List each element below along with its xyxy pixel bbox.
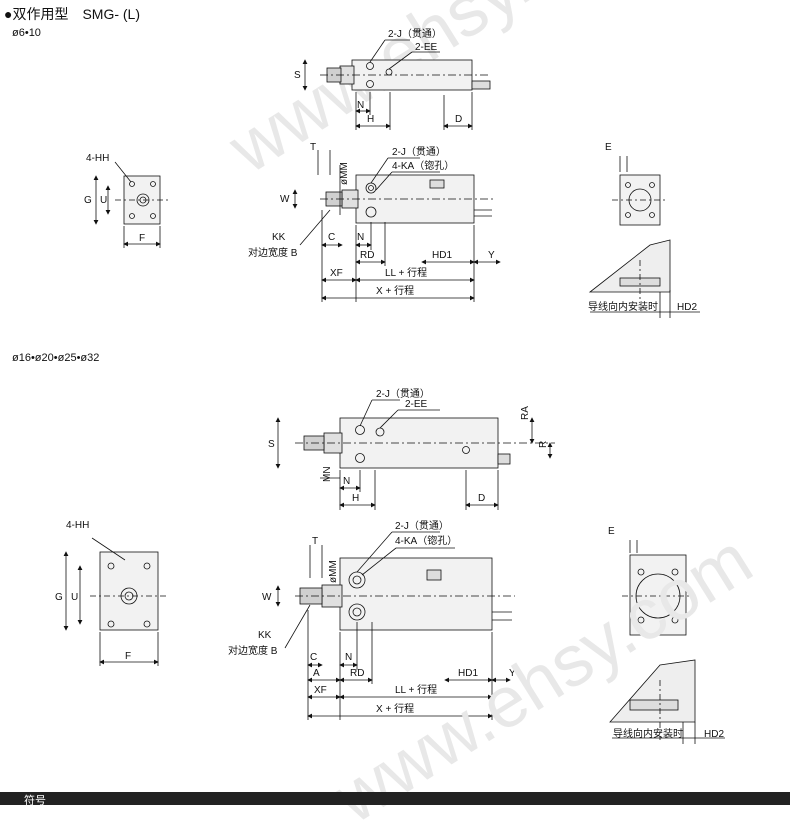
dim-r-large: R [538, 441, 549, 448]
large-end-view [622, 540, 694, 636]
dim-y-large: Y [509, 668, 516, 679]
dim-w-large: W [262, 592, 272, 603]
label-lead-dir-small: 导线向内安装时 [588, 300, 658, 313]
dim-g-large: G [55, 592, 63, 603]
label-width-across-large: 对边宽度 B [228, 644, 278, 657]
dim-ll-large: LL + 行程 [395, 683, 437, 696]
dim-xf-small: XF [330, 268, 343, 279]
label-hh-small: 4-HH [86, 153, 109, 164]
dim-n-large: N [343, 476, 350, 487]
table-header-symbol: 符号 [24, 795, 46, 807]
small-top-view [302, 39, 491, 130]
dim-rd-large: RD [350, 668, 364, 679]
dim-u-small: U [100, 195, 107, 206]
dim-hd1-large: HD1 [458, 668, 478, 679]
large-side-view [63, 537, 168, 666]
large-top-view [275, 399, 555, 510]
label-ee-large: 2-EE [405, 399, 428, 410]
dim-rd-small: RD [360, 250, 374, 261]
dim-h-small: H [367, 114, 374, 125]
dim-c-large: C [310, 652, 317, 663]
dim-g-small: G [84, 195, 92, 206]
label-j-through-large: 2-J（贯通） [376, 388, 430, 400]
dim-t-small: T [310, 142, 316, 153]
label-ka-small: 4-KA（锪孔） [392, 159, 454, 172]
label-ka-large: 4-KA（锪孔） [395, 534, 457, 547]
dim-t-large: T [312, 536, 318, 547]
label-kk-small: KK [272, 232, 286, 243]
dim-hd2-large: HD2 [704, 729, 724, 740]
dim-s-large: S [268, 439, 275, 450]
dim-mn-large: MN [322, 466, 333, 482]
dim-f-small: F [139, 233, 145, 244]
dim-w-small: W [280, 194, 290, 205]
dim-h-large: H [352, 493, 359, 504]
dim-s-small: S [294, 70, 301, 81]
section-label-large-bore: ø16•ø20•ø25•ø32 [12, 352, 100, 364]
dim-ll-small: LL + 行程 [385, 266, 427, 279]
dim-n-large-front: N [345, 652, 352, 663]
small-lead-detail [588, 239, 700, 318]
small-front-view [292, 150, 501, 302]
dim-hd1-small: HD1 [432, 250, 452, 261]
label-width-across-small: 对边宽度 B [248, 246, 298, 259]
dim-ra-large: RA [520, 406, 531, 420]
section-label-small-bore: ø6•10 [12, 27, 41, 39]
small-side-view [93, 161, 168, 248]
dim-a-large: A [313, 668, 320, 679]
large-lead-detail [609, 659, 725, 744]
dim-n-small: N [357, 100, 364, 111]
dim-xf-large: XF [314, 685, 327, 696]
dim-e-small: E [605, 142, 612, 153]
dim-x-large: X + 行程 [376, 702, 414, 715]
dim-y-small: Y [488, 250, 495, 261]
dim-d-small: D [455, 114, 462, 125]
dim-mm-large: øMM [328, 560, 339, 583]
label-kk-large: KK [258, 630, 272, 641]
dim-n-small-front: N [357, 232, 364, 243]
label-j-through-small-front: 2-J（贯通） [392, 146, 446, 158]
dim-hd2-small: HD2 [677, 302, 697, 313]
dim-u-large: U [71, 592, 78, 603]
dim-x-small: X + 行程 [376, 284, 414, 297]
dim-mm-small: øMM [339, 162, 350, 185]
technical-drawing: S N H D 2-J（贯通） 2-EE T øMM W 2-J（贯通） 4-K… [55, 28, 725, 744]
label-lead-dir-large: 导线向内安装时 [613, 727, 683, 740]
large-front-view [275, 531, 515, 720]
spec-table-header: 符号 [0, 792, 790, 807]
dim-c-small: C [328, 232, 335, 243]
label-j-through-large-front: 2-J（贯通） [395, 520, 449, 532]
page-title: ●双作用型 SMG- (L) [4, 6, 141, 22]
dim-f-large: F [125, 651, 131, 662]
label-j-through-small: 2-J（贯通） [388, 28, 442, 40]
label-hh-large: 4-HH [66, 520, 89, 531]
small-end-view [612, 156, 668, 226]
label-ee-small: 2-EE [415, 42, 438, 53]
dim-e-large: E [608, 526, 615, 537]
dim-d-large: D [478, 493, 485, 504]
